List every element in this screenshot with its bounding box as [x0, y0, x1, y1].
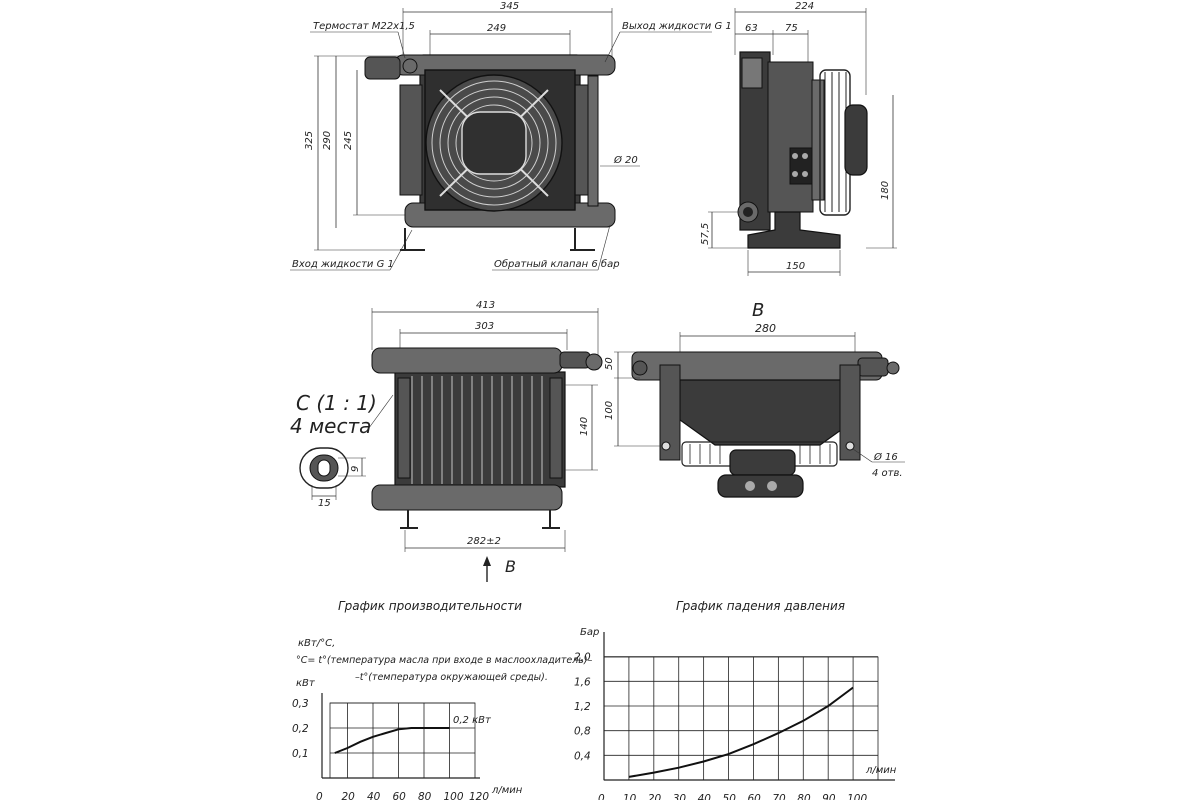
chart2-x-tick-label: 20	[648, 793, 662, 800]
chart2-ylabel: Бар	[580, 627, 599, 638]
top-dim-140: 140	[579, 417, 590, 436]
chart2-x-tick-label: 10	[623, 793, 637, 800]
chart1-y-tick-label: 0,2	[292, 723, 309, 735]
label-valve: Обратный клапан 6 бар	[494, 258, 620, 270]
front-dim-width: 345	[500, 1, 519, 12]
chart-pressure: График падения давления Бар л/мин 0 10 20 3…	[574, 599, 897, 800]
chart2-xlabel: л/мин	[865, 765, 897, 776]
detail-c-places: 4 места	[290, 414, 371, 438]
chart2-x-tick-label: 40	[698, 793, 712, 800]
chart1-x-tick-label: 40	[367, 791, 381, 800]
label-thermostat: Термостат М22х1,5	[313, 21, 415, 32]
side-dim-224: 224	[795, 1, 814, 12]
chart2-y-tick-label: 1,6	[574, 676, 591, 688]
chart2-y-tick-label: 1,2	[574, 701, 591, 713]
chart1-x-tick-label: 60	[393, 791, 407, 800]
front-dim-pipe: Ø 20	[613, 154, 638, 166]
view-b-title: В	[752, 300, 764, 321]
chart1-x-tick-label: 20	[342, 791, 356, 800]
chart2-x-tick-label: 90	[822, 793, 836, 800]
view-b-dim-50: 50	[604, 357, 615, 370]
label-inlet: Вход жидкости G 1	[292, 259, 394, 270]
chart1-y-tick-label: 0,3	[292, 698, 309, 710]
chart2-y-tick-label: 0,8	[574, 726, 591, 738]
chart1-ylabel: кВт	[296, 678, 316, 689]
front-dim-245: 245	[343, 131, 354, 150]
side-dim-57: 57,5	[700, 223, 711, 245]
chart2-grid-frame	[603, 656, 879, 781]
detail-c-title: С (1 : 1)	[296, 391, 377, 415]
chart2-x-tick-label: 70	[772, 793, 786, 800]
view-b-dim-100: 100	[604, 401, 615, 420]
chart2-y-tick-label: 2,0	[574, 652, 591, 664]
front-dim-fan: 249	[487, 23, 506, 34]
chart-performance: График производительности кВт/°С, °С= t°…	[292, 599, 593, 800]
chart1-note-line2: –t°(температура окружающей среды).	[355, 672, 548, 683]
top-dim-413: 413	[476, 300, 495, 311]
chart2-x-tick-label: 80	[797, 793, 811, 800]
chart1-series-line	[334, 727, 450, 754]
view-b-dim-holes: 4 отв.	[872, 468, 903, 479]
chart2-title: График падения давления	[676, 599, 845, 613]
view-b-dim-hole: Ø 16	[873, 451, 898, 463]
top-dim-303: 303	[475, 321, 494, 332]
chart2-x-tick-label: 100	[847, 793, 867, 800]
label-outlet: Выход жидкости G 1	[622, 21, 732, 32]
side-dim-150: 150	[786, 261, 805, 272]
top-view: 413 303	[290, 300, 603, 582]
chart2-series-line	[628, 686, 854, 778]
front-dim-290: 290	[322, 131, 333, 150]
chart1-curve-label: 0,2 кВт	[453, 715, 492, 726]
view-b-dim-280: 280	[755, 322, 776, 335]
detail-c-9: 9	[350, 466, 361, 472]
front-dim-325: 325	[304, 131, 315, 150]
chart1-x-tick-label: 0	[316, 791, 323, 800]
side-dim-180: 180	[880, 181, 891, 200]
chart1-xlabel: л/мин	[491, 785, 523, 796]
front-view: 345 249 325 290 245	[290, 1, 732, 271]
top-arrow-label: В	[505, 557, 516, 576]
side-view: 224 63 75 180 57,5	[700, 1, 897, 276]
chart1-x-tick-label: 100	[444, 791, 464, 800]
view-b: В 280 50 100 Ø 16 4 отв.	[604, 300, 905, 498]
side-dim-63: 63	[745, 23, 758, 34]
chart1-x-tick-label: 80	[418, 791, 432, 800]
chart2-x-tick-label: 0	[598, 793, 605, 800]
chart1-note-line1: °С= t°(температура масла при входе в мас…	[296, 655, 593, 666]
side-dim-75: 75	[785, 23, 798, 34]
detail-c-15: 15	[318, 498, 331, 509]
chart1-note-unit: кВт/°С,	[298, 638, 335, 649]
chart2-y-tick-label: 0,4	[574, 750, 591, 762]
chart1-y-tick-label: 0,1	[292, 748, 309, 760]
chart1-x-tick-label: 120	[469, 791, 489, 800]
chart2-x-tick-label: 30	[673, 793, 687, 800]
chart1-title: График производительности	[338, 599, 522, 613]
chart2-x-tick-label: 50	[723, 793, 737, 800]
chart2-x-tick-label: 60	[747, 793, 761, 800]
top-dim-282: 282±2	[467, 536, 501, 547]
